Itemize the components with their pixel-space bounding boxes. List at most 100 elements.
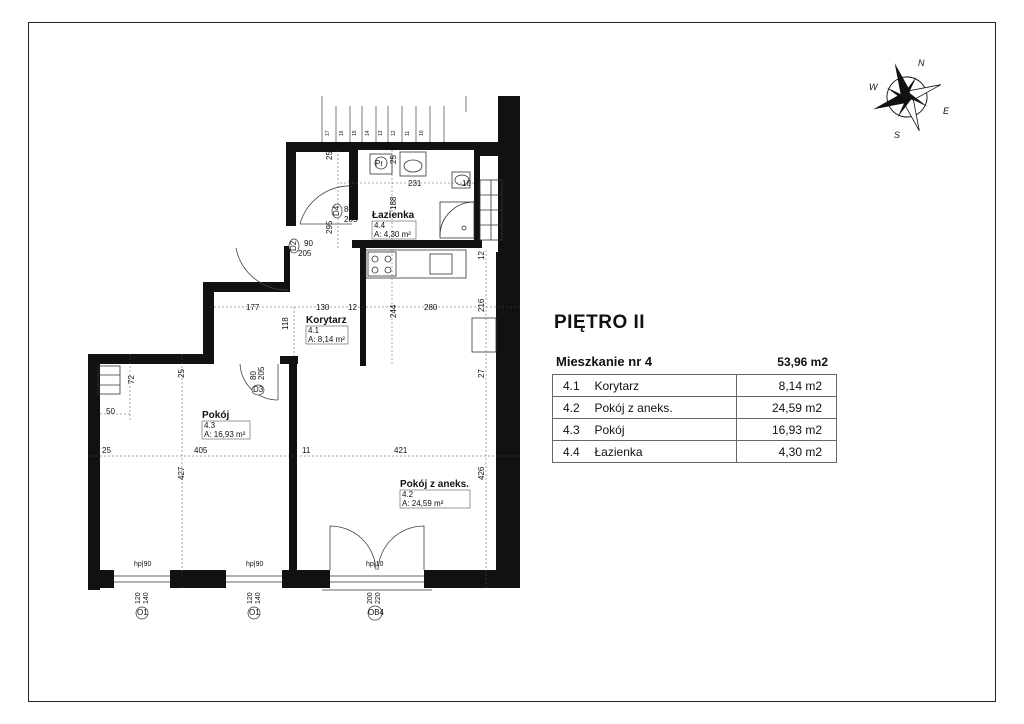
dimension-label: 118 [281, 317, 290, 330]
stair-number: 10 [419, 130, 425, 136]
window-height: 140 [143, 592, 150, 604]
dimension-label: 25 [102, 446, 111, 455]
balcony-door-swing [329, 525, 377, 571]
dimension-label: 188 [389, 196, 398, 210]
window-tag: O1 [249, 608, 260, 617]
door-tag: D2 [289, 240, 298, 251]
compass-e-label: E [943, 106, 950, 116]
room-area-cell: 4,30 m2 [736, 440, 837, 463]
wall-corridor-left [203, 290, 214, 364]
door-width: 80 [344, 205, 353, 214]
dimension-label: 244 [389, 304, 398, 318]
door-swing [299, 185, 353, 225]
wall-pokoj-top [88, 354, 214, 364]
wall-bath-left [349, 142, 358, 220]
room-label-pokoj-aneks: Pokój z aneks. 4.2 A: 24,59 m² [399, 479, 471, 509]
door-width: 90 [304, 239, 313, 248]
dimension-label: 130 [316, 303, 330, 312]
dimension-label: 27 [477, 369, 486, 378]
dimension-label: 11 [302, 446, 311, 455]
dimension-label: 50 [106, 407, 115, 416]
window-hp: hp|90 [246, 561, 263, 568]
apartment-name: Mieszkanie nr 4 [556, 354, 653, 369]
door-height: 205 [298, 249, 312, 258]
room-name-cell: Pokój [592, 418, 737, 441]
room-name-cell: Łazienka [592, 440, 737, 463]
dimension-label: 421 [394, 446, 408, 455]
room-number: 4.3 [204, 421, 216, 430]
wall-bottom-1 [88, 570, 114, 588]
stair-numbers: 17 16 15 14 13 12 11 10 [325, 130, 425, 136]
vent-shaft-icon [97, 365, 121, 395]
dimension-labels: 25 12 231 10 188 25 295 80 205 90 205 17… [102, 151, 513, 584]
wall-corridor-top-left [203, 282, 287, 292]
dimension-label: 10 [462, 179, 471, 188]
wall-shaft-top [480, 150, 500, 156]
dimension-label: 216 [477, 298, 486, 312]
balcony-door-swing [377, 525, 425, 571]
window-width: 200 [367, 592, 374, 604]
toilet-icon [451, 171, 471, 189]
window-height: 140 [255, 592, 262, 604]
window-width: 120 [135, 592, 142, 604]
room-area-cell: 24,59 m2 [736, 396, 837, 419]
wall-left [88, 354, 100, 590]
wall-right [496, 252, 520, 588]
wall-lobby-left [284, 246, 290, 292]
fixtures [97, 151, 503, 395]
dimension-label: 40 [177, 575, 186, 584]
window-hp: hp|10 [366, 561, 383, 568]
compass-w-label: W [869, 82, 879, 92]
stair-number: 13 [378, 130, 384, 136]
dimension-label: 295 [325, 220, 334, 234]
room-number-cell: 4.4 [552, 440, 593, 463]
dimension-label: 12 [477, 251, 486, 260]
room-name: Korytarz [306, 315, 347, 326]
stair-number: 14 [365, 130, 371, 136]
dimension-label: 72 [127, 375, 136, 384]
dimension-label: 40 [504, 446, 513, 455]
room-area: A: 24,59 m² [402, 499, 444, 508]
windows [114, 575, 432, 591]
room-number: 4.2 [402, 490, 414, 499]
extra-dimension-labels: 80 205 90 205 40 [0, 0, 1, 1]
room-area-table: 4.1 Korytarz 8,14 m2 4.2 Pokój z aneks. … [552, 374, 837, 463]
room-name-cell: Pokój z aneks. [592, 396, 737, 419]
window-tag-circles [135, 605, 383, 621]
drawing-frame [28, 22, 996, 702]
door-height: 205 [257, 366, 266, 380]
room-name: Łazienka [372, 210, 415, 221]
stair-number: 11 [405, 131, 411, 136]
stair-number: 12 [391, 130, 397, 136]
stair-number: 16 [339, 130, 345, 136]
wall-bottom-4 [424, 570, 520, 588]
room-number: 4.1 [308, 326, 320, 335]
room-area-cell: 16,93 m2 [736, 418, 837, 441]
room-label-lazienka: Łazienka 4.4 A: 4,30 m² [371, 210, 417, 240]
wall-bath-right [474, 150, 480, 248]
room-area: A: 8,14 m² [308, 335, 345, 344]
room-name-cell: Korytarz [592, 374, 737, 397]
room-area: A: 16,93 m² [204, 430, 246, 439]
dimension-label: 25 [389, 155, 398, 164]
washbasin-icon [399, 151, 427, 177]
dimension-label: 12 [348, 303, 357, 312]
dimension-lines [88, 150, 520, 588]
table-row: 4.1 Korytarz 8,14 m2 [552, 374, 837, 397]
dimension-label: 405 [194, 446, 208, 455]
walls [88, 96, 520, 590]
door-height: 205 [344, 215, 358, 224]
dimension-label: 12 [348, 179, 357, 188]
window-tag: OB4 [368, 608, 385, 617]
shower-icon [439, 201, 475, 239]
window-height: 220 [375, 592, 382, 604]
dimension-label: 40 [504, 303, 513, 312]
room-name: Pokój [202, 410, 229, 421]
room-name: Pokój z aneks. [400, 479, 469, 490]
door-tag: D4 [332, 205, 341, 216]
kitchen-counter-icon [365, 249, 467, 279]
wall-bath-top [349, 142, 503, 150]
compass-rose [873, 63, 942, 132]
floor-title: PIĘTRO II [554, 312, 646, 333]
